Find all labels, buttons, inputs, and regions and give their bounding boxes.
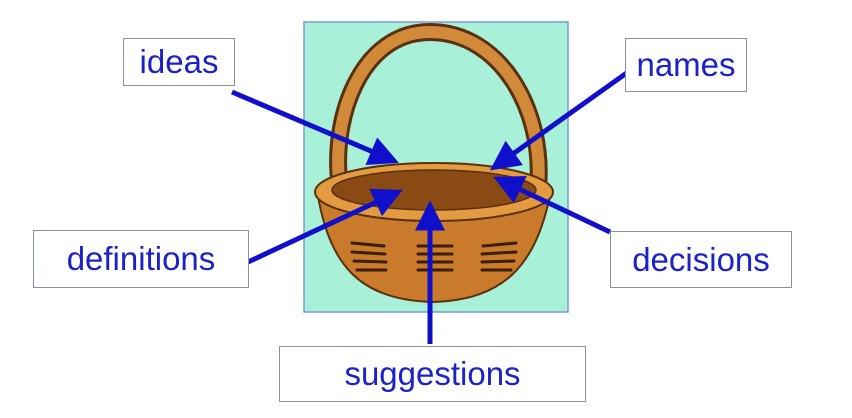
arrow-names: [489, 69, 630, 171]
arrow-definitions: [246, 188, 403, 265]
label-suggestions-text: suggestions: [344, 355, 521, 392]
label-decisions-text: decisions: [632, 240, 770, 278]
label-names: names: [625, 38, 747, 92]
label-definitions: definitions: [33, 230, 249, 288]
label-suggestions: suggestions: [279, 346, 586, 402]
label-ideas: ideas: [123, 38, 235, 86]
arrow-ideas: [231, 89, 399, 166]
arrow-decisions: [493, 176, 612, 235]
label-decisions: decisions: [610, 231, 792, 288]
label-definitions-text: definitions: [66, 240, 216, 277]
label-names-text: names: [636, 46, 736, 83]
label-ideas-text: ideas: [139, 43, 219, 80]
